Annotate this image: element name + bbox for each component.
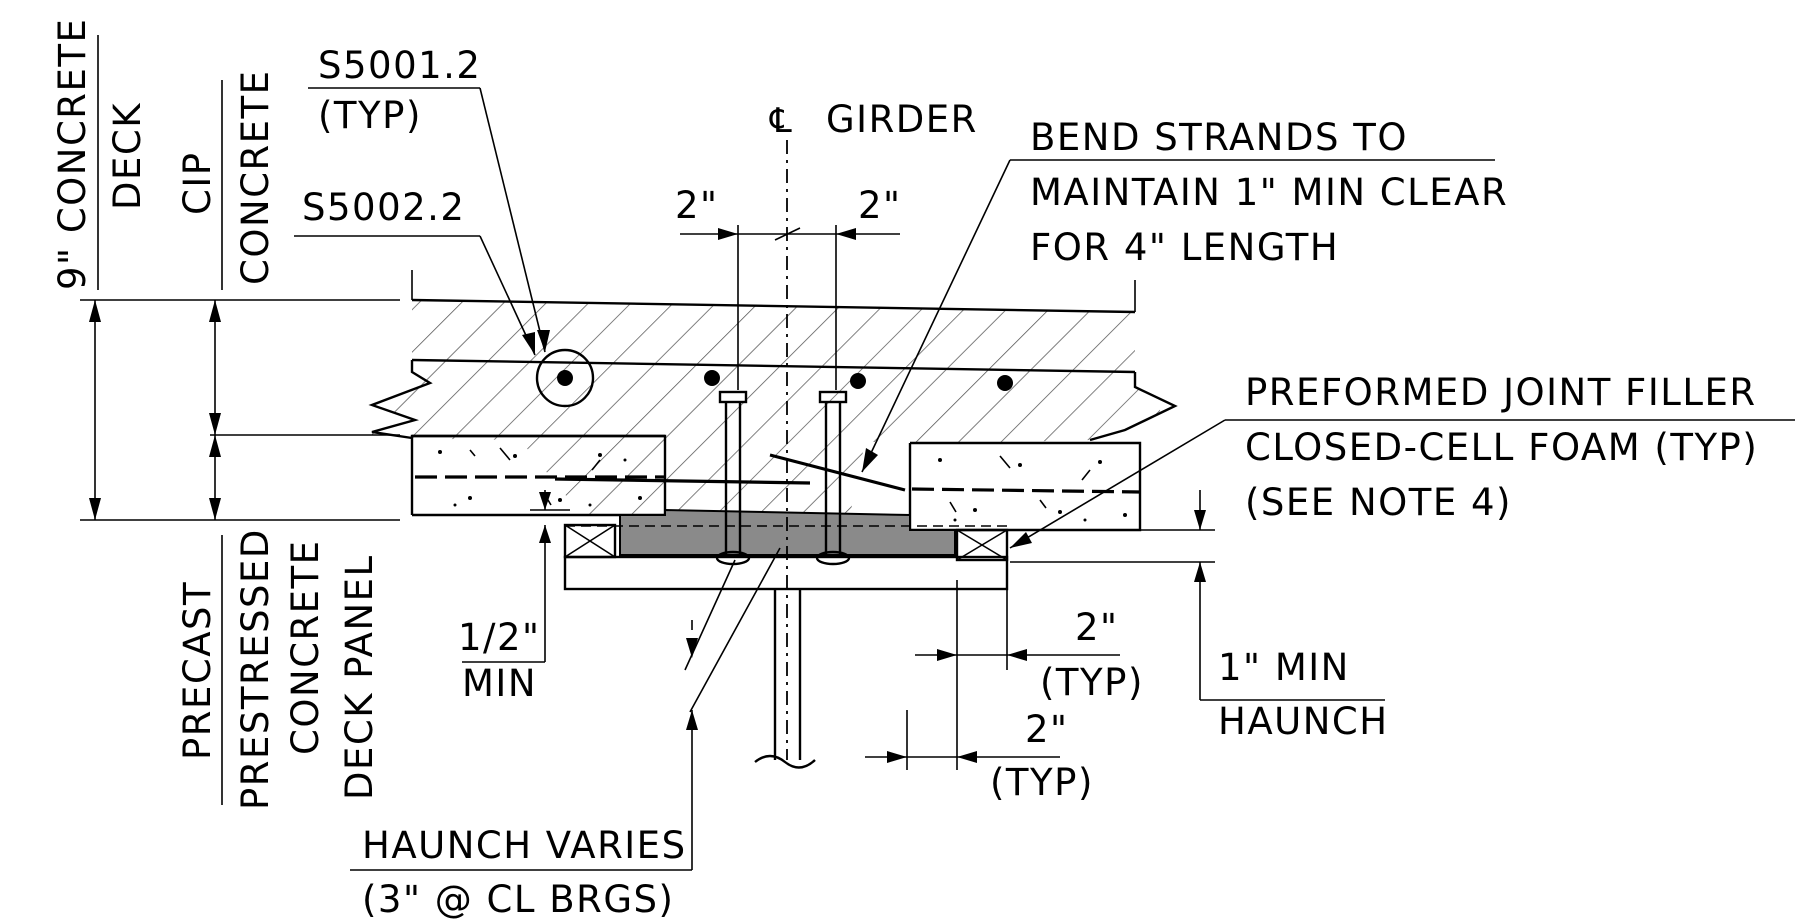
girder-centerline: ℄ GIRDER <box>769 98 978 760</box>
stud-spacing-dimension: 2" 2" <box>675 184 902 390</box>
dim-2in-right: 2" <box>858 184 902 227</box>
vert-deck-line2: DECK <box>106 102 149 210</box>
flange-edge-dimension-a: 2" (TYP) <box>915 560 1144 770</box>
flange-edge-dimension-b: 2" (TYP) <box>865 708 1094 804</box>
haunch-varies-dimension: HAUNCH VARIES (3" @ CL BRGS) <box>350 547 781 921</box>
precast-panel-left <box>410 434 811 517</box>
note-bend-strands: BEND STRANDS TO MAINTAIN 1" MIN CLEAR FO… <box>861 116 1508 473</box>
vert-panel-line4: DECK PANEL <box>338 554 381 800</box>
callout-s50012-label: S5001.2 <box>318 44 481 87</box>
vert-panel-line1: PRECAST <box>176 581 219 760</box>
note-bend-line1: BEND STRANDS TO <box>1030 116 1408 159</box>
vert-deck-line1: 9" CONCRETE <box>51 18 94 290</box>
min-haunch-line2: HAUNCH <box>1218 700 1389 743</box>
rebar-dots <box>535 348 1013 408</box>
vert-panel-line2: PRESTRESSED <box>234 528 277 810</box>
centerline-symbol: ℄ <box>769 101 793 141</box>
dim-2typ-a-bottom: (TYP) <box>1040 661 1144 704</box>
note-joint-line3: (SEE NOTE 4) <box>1245 481 1512 524</box>
note-joint-filler: PREFORMED JOINT FILLER CLOSED-CELL FOAM … <box>1009 371 1795 549</box>
half-min-top: 1/2" <box>458 616 541 659</box>
vert-cip-line1: CIP <box>176 151 219 215</box>
min-haunch-dimension: 1" MIN HAUNCH <box>1010 490 1389 743</box>
vert-cip-line2: CONCRETE <box>234 69 277 285</box>
dim-2typ-a-top: 2" <box>1075 606 1119 649</box>
dim-2typ-b-bottom: (TYP) <box>990 761 1094 804</box>
callout-s50022: S5002.2 <box>294 186 536 356</box>
half-min-bottom: MIN <box>462 662 537 705</box>
vert-panel-line3: CONCRETE <box>284 539 327 755</box>
note-bend-line3: FOR 4" LENGTH <box>1030 226 1339 269</box>
haunch-varies-line2: (3" @ CL BRGS) <box>362 878 674 921</box>
callout-s50022-label: S5002.2 <box>302 186 465 229</box>
callout-s50012-typ: (TYP) <box>318 94 422 137</box>
note-joint-line2: CLOSED-CELL FOAM (TYP) <box>1245 426 1758 469</box>
deck-thickness-dimension: 9" CONCRETE DECK CIP CONCRETE PRECAST PR… <box>51 18 400 810</box>
dim-2in-left: 2" <box>675 184 719 227</box>
haunch-and-girder <box>563 508 1009 769</box>
min-haunch-line1: 1" MIN <box>1218 646 1350 689</box>
half-inch-min-dimension: 1/2" MIN <box>458 490 570 705</box>
note-joint-line1: PREFORMED JOINT FILLER <box>1245 371 1757 414</box>
note-bend-line2: MAINTAIN 1" MIN CLEAR <box>1030 171 1508 214</box>
shear-studs <box>715 390 851 566</box>
dim-2typ-b-top: 2" <box>1025 708 1069 751</box>
girder-label: GIRDER <box>826 98 978 141</box>
callout-s50012: S5001.2 (TYP) <box>308 44 550 353</box>
haunch-varies-line1: HAUNCH VARIES <box>362 824 687 867</box>
